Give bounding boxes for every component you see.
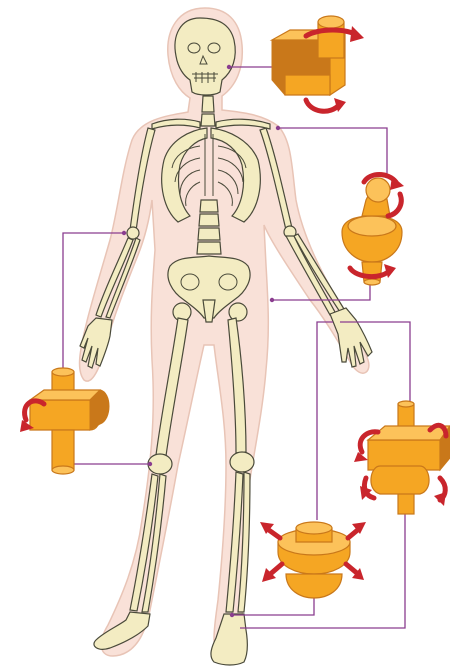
saddle-joint-model	[354, 401, 450, 514]
rotation-arrow-icon	[306, 100, 340, 111]
hinge-joint-model	[20, 368, 109, 474]
move-arrow-icon	[346, 564, 358, 574]
gliding-joint-model	[260, 522, 366, 598]
leader-shoulder	[278, 128, 387, 178]
leader-thumb	[317, 322, 333, 520]
hand-left	[80, 318, 112, 368]
ball-and-socket-joint-model	[342, 175, 404, 286]
pivot-joint-model	[272, 16, 364, 112]
